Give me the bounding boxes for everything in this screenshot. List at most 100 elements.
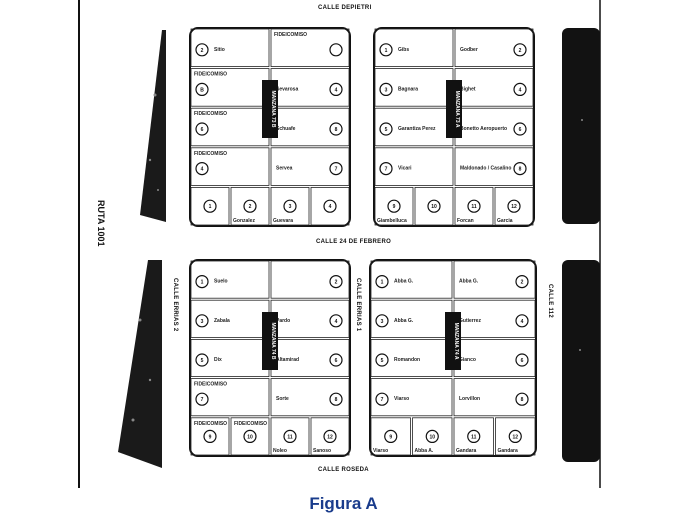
street-label-center: CALLE ERRIAS 1 [355, 278, 361, 332]
lot-owner-name: Bagnara [398, 86, 418, 92]
lot[interactable]: 1 Abba G. [370, 260, 453, 299]
lot[interactable]: 1 [190, 186, 230, 226]
lot-boundary [454, 28, 534, 67]
lot-number-marker [283, 199, 297, 213]
lot-number: 1 [381, 280, 384, 286]
lot[interactable]: 2 [270, 260, 350, 299]
lot-number: 6 [521, 358, 524, 364]
lot-owner-name: FIDEICOMISO [234, 421, 267, 427]
street-label-middle: CALLE 24 DE FEBRERO [316, 239, 392, 245]
figure-caption: Figura A [309, 494, 378, 513]
lot-owner-name: FIDEICOMISO [194, 111, 227, 117]
lot-number-marker [515, 353, 529, 367]
lot-number-marker [323, 199, 337, 213]
lot-number-marker [508, 429, 522, 443]
lot-boundary [453, 260, 536, 299]
lot-owner-name: Forcan [457, 218, 474, 224]
lot-owner-name: Gibs [398, 47, 409, 53]
lot-number-marker [379, 162, 393, 176]
lot[interactable]: 3 Bagnara [374, 68, 454, 107]
lot-owner-name: Gandara [456, 448, 477, 454]
lot-number: 11 [471, 434, 477, 440]
lot-number: 11 [471, 204, 477, 210]
lot-boundary [190, 378, 270, 417]
lot-owner-name: Gianco [459, 357, 476, 363]
lot-owner-name: Sitio [214, 47, 225, 53]
lot-number-marker [329, 43, 343, 57]
lot-number-marker [329, 392, 343, 406]
lot-number: 4 [335, 319, 338, 325]
lot-owner-name: Maldonado / Casalino [460, 166, 511, 172]
lot[interactable]: FIDEICOMISO [270, 28, 350, 67]
lot-owner-name: Sanoso [313, 448, 331, 454]
lot-owner-name: Pardo [276, 318, 290, 324]
lot[interactable]: 1 Gibs [374, 28, 454, 67]
lot-owner-name: Noleo [273, 448, 287, 454]
lot-boundary [190, 417, 230, 456]
lot-owner-name: Gonzalez [233, 218, 255, 224]
lot-owner-name: Bighet [460, 86, 476, 92]
lot-owner-name: FIDEICOMISO [194, 421, 227, 427]
lot-boundary [190, 147, 270, 186]
lot-number-marker [387, 199, 401, 213]
lot-number-marker [329, 122, 343, 136]
lot[interactable]: 4 Pardo [270, 299, 350, 338]
lot-boundary [270, 186, 310, 226]
lot-number: 7 [381, 397, 384, 403]
lot-number: B [200, 87, 204, 93]
lot-owner-name: Lorvillon [459, 396, 480, 402]
lot[interactable]: 4 [310, 186, 350, 226]
manzana-label: MANZANA 73 A [454, 91, 460, 128]
lot-number: 1 [385, 48, 388, 54]
lot-number: 2 [519, 48, 522, 54]
lot-number: 7 [201, 397, 204, 403]
lot-number-marker [195, 122, 209, 136]
lot-number: 3 [385, 87, 388, 93]
lot-number: 12 [512, 434, 518, 440]
lot-owner-name: Abba G. [394, 279, 414, 285]
lot-owner-name: Abba A. [415, 448, 434, 454]
lot-number: 8 [335, 127, 338, 133]
lot-number-marker [329, 353, 343, 367]
street-label-top: CALLE DEPIETRI [318, 5, 372, 11]
green-strip-top-left [140, 30, 166, 222]
lot-number-marker [384, 429, 398, 443]
lot-owner-name: Abba G. [394, 318, 414, 324]
street-label-right: CALLE 112 [547, 284, 553, 319]
lot[interactable]: 10 [414, 186, 454, 226]
lot-boundary [230, 186, 270, 226]
